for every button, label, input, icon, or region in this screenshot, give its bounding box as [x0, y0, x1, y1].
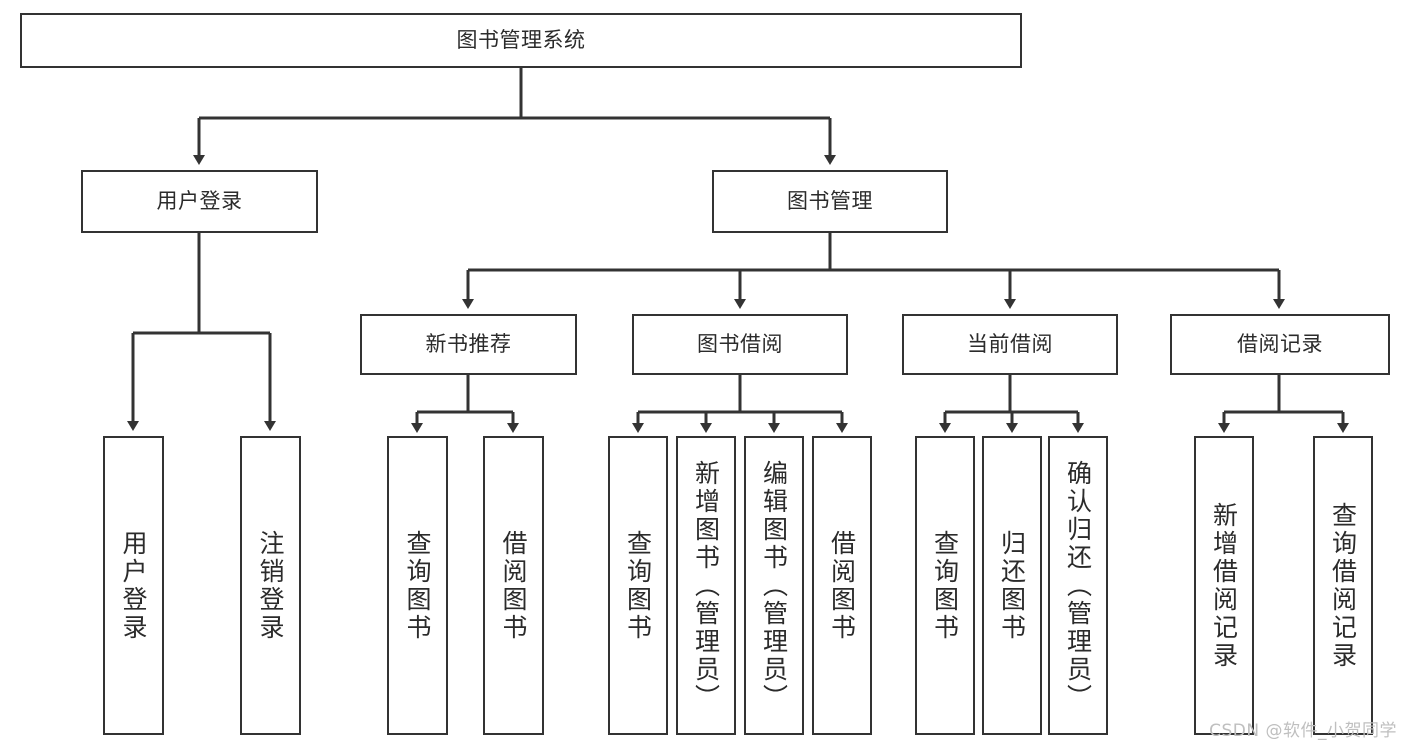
node-book-manage-label: 图书管理 — [787, 189, 873, 214]
node-leaf-query-book-1[interactable]: 查询图书 — [387, 436, 448, 735]
node-leaf-confirm-return[interactable]: 确认归还（管理员） — [1048, 436, 1108, 735]
node-leaf-borrow-book-2[interactable]: 借阅图书 — [812, 436, 872, 735]
node-leaf-user-login-label: 用户登录 — [119, 529, 148, 642]
node-leaf-borrow-book-1-label: 借阅图书 — [499, 529, 528, 642]
node-leaf-logout-label: 注销登录 — [256, 529, 285, 642]
node-new-book-recommend-label: 新书推荐 — [425, 332, 512, 357]
node-current-borrow-label: 当前借阅 — [967, 332, 1053, 357]
watermark: CSDN @软件_小贺同学 — [1209, 721, 1397, 741]
node-new-book-recommend[interactable]: 新书推荐 — [360, 314, 577, 375]
node-leaf-edit-book-label: 编辑图书（管理员） — [759, 459, 789, 712]
node-user-login-label: 用户登录 — [156, 189, 243, 214]
node-leaf-borrow-book-1[interactable]: 借阅图书 — [483, 436, 544, 735]
node-leaf-add-book-label: 新增图书（管理员） — [691, 459, 721, 712]
node-leaf-borrow-book-2-label: 借阅图书 — [827, 529, 857, 642]
node-leaf-query-record[interactable]: 查询借阅记录 — [1313, 436, 1373, 735]
node-leaf-query-book-3-label: 查询图书 — [930, 529, 960, 642]
node-leaf-add-record-label: 新增借阅记录 — [1209, 501, 1239, 670]
node-leaf-add-book[interactable]: 新增图书（管理员） — [676, 436, 736, 735]
node-leaf-query-book-3[interactable]: 查询图书 — [915, 436, 975, 735]
node-leaf-return-book-label: 归还图书 — [997, 529, 1027, 642]
node-leaf-add-record[interactable]: 新增借阅记录 — [1194, 436, 1254, 735]
node-leaf-return-book[interactable]: 归还图书 — [982, 436, 1042, 735]
node-leaf-query-record-label: 查询借阅记录 — [1328, 501, 1358, 670]
node-leaf-query-book-1-label: 查询图书 — [403, 529, 432, 642]
node-leaf-query-book-2[interactable]: 查询图书 — [608, 436, 668, 735]
node-book-manage[interactable]: 图书管理 — [712, 170, 948, 233]
node-leaf-edit-book[interactable]: 编辑图书（管理员） — [744, 436, 804, 735]
node-book-borrow[interactable]: 图书借阅 — [632, 314, 848, 375]
node-borrow-record[interactable]: 借阅记录 — [1170, 314, 1390, 375]
node-leaf-logout[interactable]: 注销登录 — [240, 436, 301, 735]
node-borrow-record-label: 借阅记录 — [1237, 332, 1323, 357]
node-user-login[interactable]: 用户登录 — [81, 170, 318, 233]
node-leaf-user-login[interactable]: 用户登录 — [103, 436, 164, 735]
node-root[interactable]: 图书管理系统 — [20, 13, 1022, 68]
node-leaf-query-book-2-label: 查询图书 — [623, 529, 653, 642]
node-leaf-confirm-return-label: 确认归还（管理员） — [1063, 459, 1093, 712]
node-current-borrow[interactable]: 当前借阅 — [902, 314, 1118, 375]
node-root-label: 图书管理系统 — [456, 28, 586, 53]
node-book-borrow-label: 图书借阅 — [697, 332, 783, 357]
